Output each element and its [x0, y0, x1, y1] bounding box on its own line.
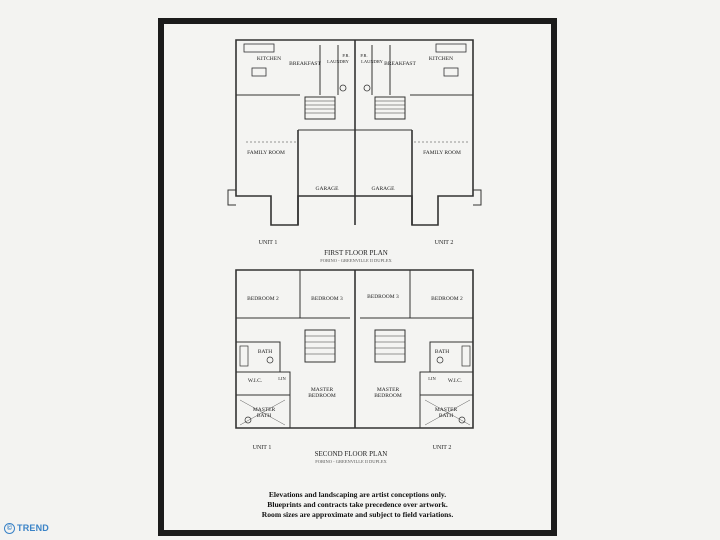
second-floor-title: SECOND FLOOR PLAN [315, 450, 388, 458]
master-bath-label-1b: BATH [257, 413, 271, 419]
first-floor-subtitle: FORINO - GREENVILLE II DUPLEX [320, 258, 392, 263]
disclaimer-text: Elevations and landscaping are artist co… [164, 490, 551, 520]
master-bath-label-1a: MASTER [253, 407, 276, 413]
first-floor-title: FIRST FLOOR PLAN [324, 249, 388, 257]
bedroom-3-label-1: BEDROOM 3 [311, 296, 343, 302]
bedroom-2-label-2: BEDROOM 2 [431, 296, 463, 302]
disclaimer-line-1: Elevations and landscaping are artist co… [268, 490, 447, 499]
master-bath-label-2a: MASTER [435, 407, 458, 413]
kitchen-label-1: KITCHEN [257, 56, 281, 62]
second-floor-unit-1: UNIT 1 [253, 445, 272, 451]
master-bedroom-label-2a: MASTER [377, 387, 400, 393]
garage-label-2: GARAGE [372, 186, 396, 192]
linen-label-1: LIN [278, 376, 286, 381]
bedroom-2-label-1: BEDROOM 2 [247, 296, 279, 302]
floor-plan-frame [158, 18, 557, 536]
laundry-label-2: LAUNDRY [361, 59, 384, 64]
master-bath-label-2b: BATH [439, 413, 453, 419]
disclaimer-line-2: Blueprints and contracts take precedence… [267, 500, 448, 509]
family-room-label-1: FAMILY ROOM [247, 150, 285, 156]
wic-label-1: W.I.C. [248, 378, 263, 384]
bath-label-2: BATH [435, 349, 449, 355]
breakfast-label-1: BREAKFAST [289, 61, 321, 67]
first-floor-unit-2: UNIT 2 [435, 240, 454, 246]
laundry-label-1: LAUNDRY [327, 59, 350, 64]
first-floor-unit-1: UNIT 1 [259, 240, 278, 246]
master-bedroom-label-1a: MASTER [311, 387, 334, 393]
family-room-label-2: FAMILY ROOM [423, 150, 461, 156]
second-floor-unit-2: UNIT 2 [433, 445, 452, 451]
kitchen-label-2: KITCHEN [429, 56, 453, 62]
linen-label-2: LIN [428, 376, 436, 381]
master-bedroom-label-1b: BEDROOM [308, 393, 336, 399]
second-floor-subtitle: FORINO - GREENVILLE II DUPLEX [315, 459, 387, 464]
bath-label-1: BATH [258, 349, 272, 355]
master-bedroom-label-2b: BEDROOM [374, 393, 402, 399]
disclaimer-line-3: Room sizes are approximate and subject t… [261, 510, 454, 519]
powder-room-label-2: P.R. [360, 53, 367, 58]
bedroom-3-label-2: BEDROOM 3 [367, 294, 399, 300]
powder-room-label-1: P.R. [342, 53, 349, 58]
trend-watermark: © TREND [4, 521, 49, 535]
wic-label-2: W.I.C. [448, 378, 463, 384]
garage-label-1: GARAGE [316, 186, 340, 192]
breakfast-label-2: BREAKFAST [384, 61, 416, 67]
copyright-icon: © [4, 522, 15, 534]
watermark-text: TREND [17, 523, 49, 533]
